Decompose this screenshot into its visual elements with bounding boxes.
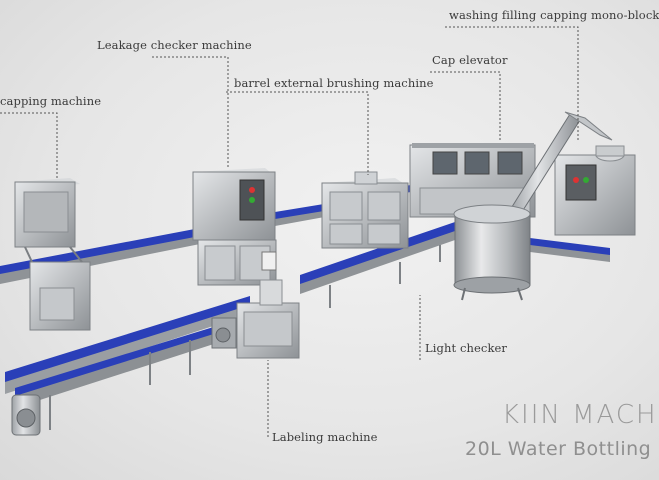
light-checker-tank — [453, 204, 531, 301]
callout-lines — [0, 26, 579, 437]
label-washing-filling-capping: washing filling capping mono-block — [449, 8, 659, 22]
leakage-checker-machine — [192, 168, 277, 286]
brand-subtitle: 20L Water Bottling — [465, 438, 652, 460]
washing-filling-capping-monoblock — [409, 111, 636, 236]
brand-name: KIIN MACH — [502, 400, 658, 430]
production-line-illustration — [0, 26, 636, 437]
front-conveyor — [5, 222, 455, 436]
label-light-checker: Light checker — [425, 341, 508, 355]
label-leakage-checker: Leakage checker machine — [97, 38, 252, 52]
label-barrel-brushing: barrel external brushing machine — [234, 76, 434, 90]
labeling-machine — [211, 279, 300, 359]
barrel-external-brushing-machine — [321, 171, 409, 249]
capping-machine — [14, 178, 91, 331]
label-labeling: Labeling machine — [272, 430, 378, 444]
label-capping: capping machine — [0, 94, 102, 108]
label-cap-elevator: Cap elevator — [432, 53, 508, 67]
